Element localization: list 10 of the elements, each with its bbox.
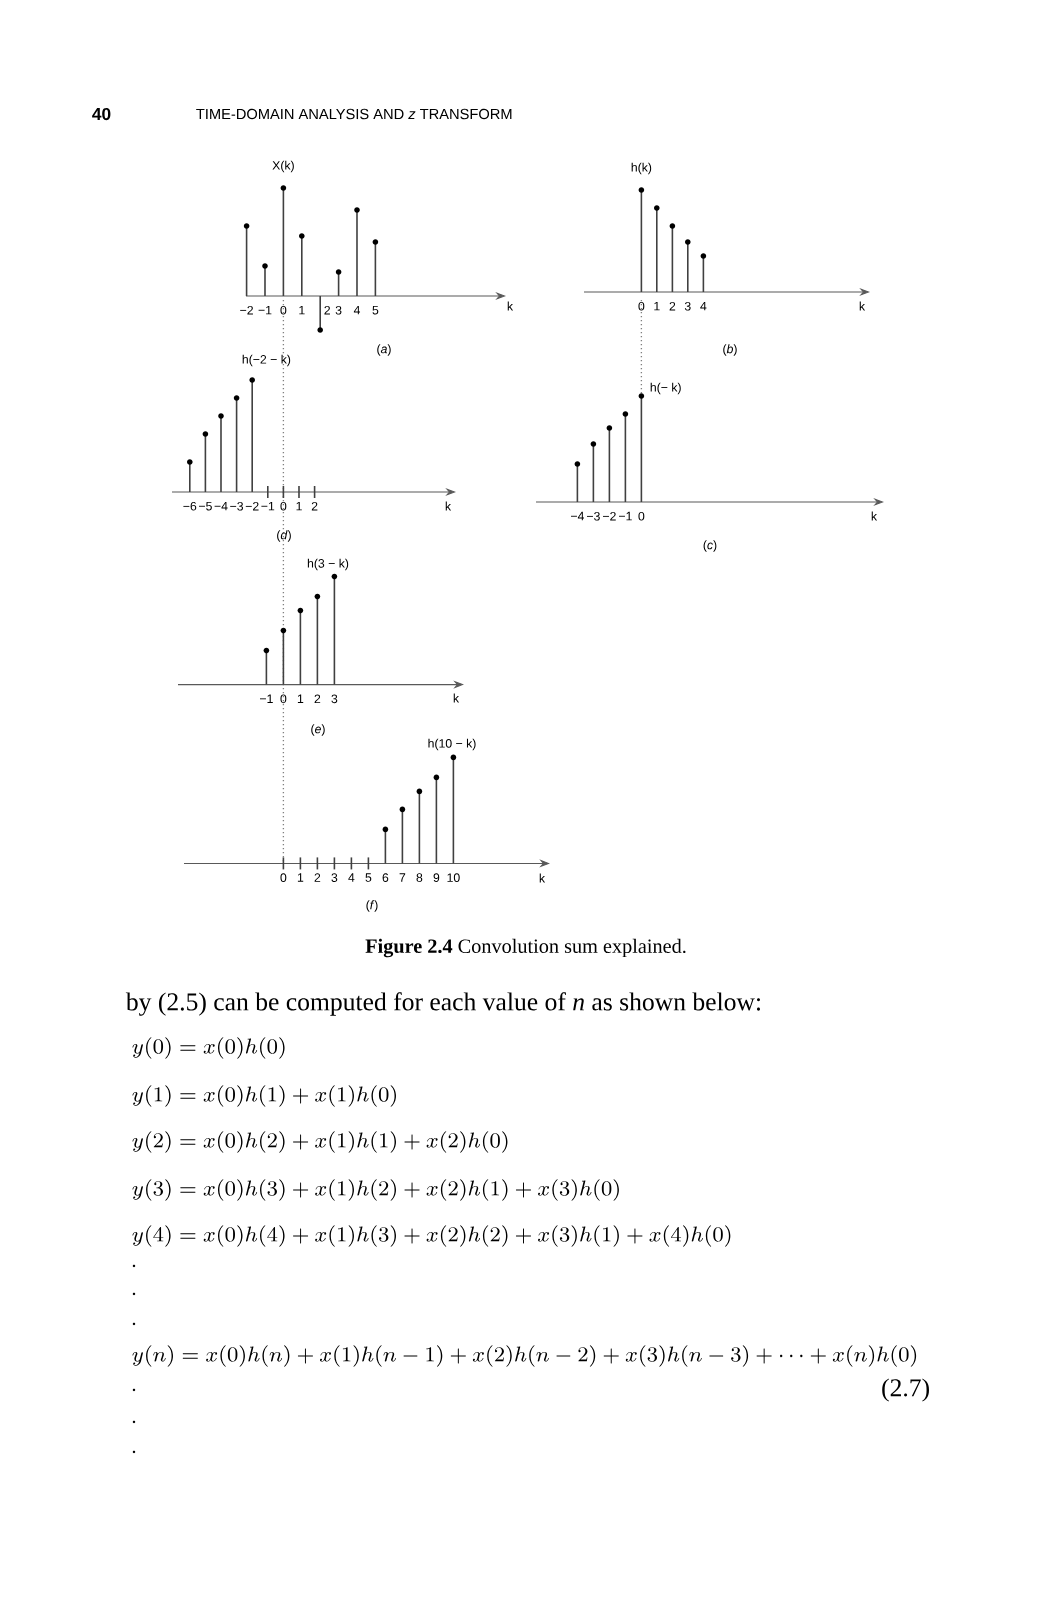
figure-caption: Figure 2.4 Convolution sum explained.	[365, 938, 686, 958]
equation: $y(1) = x(0)h(1) + x(1)h(0)$	[132, 1085, 396, 1107]
equation-number: (2.7)	[882, 1378, 929, 1402]
body-text: by (2.5) can be computed for each value of n as shown below:	[125, 992, 760, 1016]
equation: $y(3) = x(0)h(3) + x(1)h(2) + x(2)h(1) + x(3)h(0)$	[132, 1179, 619, 1201]
page-number: 40	[92, 107, 111, 121]
equation: $y(0) = x(0)h(0)$	[132, 1037, 285, 1059]
equation: $y(2) = x(0)h(2) + x(1)h(1) + x(2)h(0)$	[132, 1131, 508, 1153]
equation: $y(n) = x(0)h(n)+x(1)h(n-1)+x(2)h(n-2)+x(3)h(n-3)+\cdots+x(n)h(0)$	[132, 1345, 917, 1367]
equation: $y(4) = x(0)h(4) + x(1)h(3) + x(2)h(2) + x(3)h(1) + x(4)h(0)$	[132, 1225, 731, 1247]
